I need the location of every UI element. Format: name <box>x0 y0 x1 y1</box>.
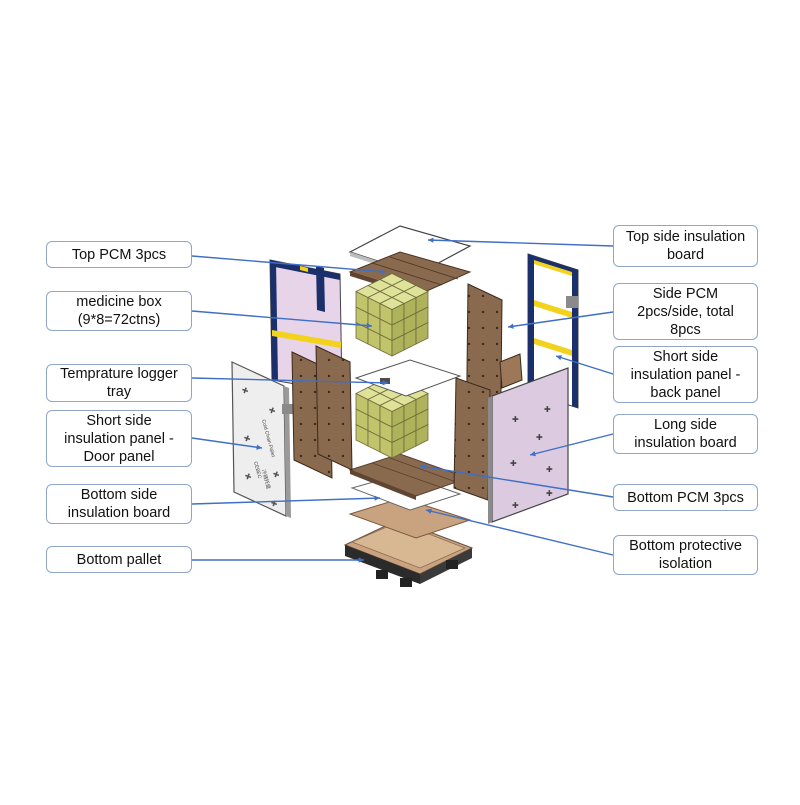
callout-logger-tray-line-2: tray <box>106 384 132 400</box>
callout-logger-tray: Temprature logger tray <box>46 364 192 402</box>
callout-bottom-protective: Bottom protective isolation <box>613 535 758 575</box>
callout-long-side: Long side insulation board <box>613 414 758 454</box>
bottom-pallet <box>343 519 474 587</box>
svg-text:✚: ✚ <box>512 415 519 424</box>
callout-bottom-protective-line-2: isolation <box>658 556 713 572</box>
leader-top-pcm-arrowhead <box>380 268 386 275</box>
callout-door-panel-line-2: insulation panel - <box>64 430 174 447</box>
callout-medicine-box-line-1: medicine box <box>76 294 162 310</box>
svg-text:✚: ✚ <box>544 405 551 414</box>
door-panel: ✚ ✚ ✚ ✚ ✚ ✚ Cold Chain Pallet CEBEC 冷链托盘 <box>231 361 298 518</box>
leader-logger-tray <box>191 377 389 384</box>
leader-medicine-box-arrowhead <box>366 322 372 329</box>
leader-side-pcm <box>507 311 614 328</box>
svg-text:✚: ✚ <box>267 405 277 416</box>
svg-text:✚: ✚ <box>242 433 252 444</box>
side-pcm-left <box>291 345 353 479</box>
leader-bottom-pallet-arrowhead <box>358 557 364 563</box>
leader-door-panel <box>191 437 263 449</box>
callout-bottom-pallet-text: Bottom pallet <box>76 551 162 568</box>
leader-back-panel-arrowhead <box>556 355 562 361</box>
callout-medicine-box: medicine box (9*8=72ctns) <box>46 291 192 331</box>
upper-stack-carton-top <box>379 297 405 310</box>
callout-door-panel-line-3: Door panel <box>83 448 155 465</box>
leader-top-insul-arrowhead <box>428 237 434 243</box>
lower-stack-carton-top <box>379 399 405 412</box>
callout-side-pcm-line-1: Side PCM <box>652 285 719 302</box>
callout-back-panel: Short side insulation panel - back panel <box>613 346 758 403</box>
svg-text:✚: ✚ <box>546 489 553 498</box>
leader-long-side <box>529 433 614 456</box>
callout-door-panel: Short side insulation panel - Door panel <box>46 410 192 467</box>
door-panel-mark-2: CEBEC <box>252 461 262 480</box>
long-side-board: ✚ ✚ ✚ ✚ ✚ ✚ ✚ <box>488 367 569 524</box>
leader-logger-tray-arrowhead <box>382 380 388 386</box>
callout-top-pcm-text: Top PCM 3pcs <box>71 246 167 263</box>
callout-logger-tray-line-1: Temprature logger <box>60 366 178 382</box>
svg-text:✚: ✚ <box>536 433 543 442</box>
callout-long-side-line-1: Long side <box>654 417 717 433</box>
callout-back-panel-line-3: back panel <box>650 384 721 401</box>
svg-text:✚: ✚ <box>512 501 519 510</box>
leader-back-panel <box>555 355 614 375</box>
leader-medicine-box <box>191 310 373 327</box>
leader-bottom-protect <box>425 509 614 556</box>
callout-top-insulation-line-1: Top side insulation <box>625 229 746 245</box>
leader-top-insul <box>427 239 614 247</box>
callout-bottom-pcm-text: Bottom PCM 3pcs <box>627 489 744 506</box>
door-panel-mark-3: 冷链托盘 <box>260 469 272 490</box>
callout-top-pcm: Top PCM 3pcs <box>46 241 192 268</box>
svg-text:✚: ✚ <box>271 469 281 480</box>
svg-text:✚: ✚ <box>546 465 553 474</box>
svg-text:✚: ✚ <box>243 471 253 482</box>
svg-text:✚: ✚ <box>269 498 279 509</box>
callout-door-panel-line-1: Short side <box>86 412 152 429</box>
callout-bottom-pallet: Bottom pallet <box>46 546 192 573</box>
leader-bottom-pcm-arrowhead <box>420 464 426 470</box>
leader-bottom-insul-arrowhead <box>374 495 380 501</box>
leader-bottom-insul <box>191 497 381 505</box>
logger-tray <box>354 359 462 397</box>
callout-top-insulation-line-2: board <box>666 247 705 263</box>
callout-bottom-insulation-line-2: insulation board <box>67 505 171 521</box>
leader-bottom-protect-arrowhead <box>426 508 432 514</box>
callout-bottom-protective-line-1: Bottom protective <box>629 538 742 554</box>
callout-side-pcm-line-2: 2pcs/side, total <box>637 303 734 320</box>
callout-bottom-insulation: Bottom side insulation board <box>46 484 192 524</box>
callout-side-pcm-line-3: 8pcs <box>670 321 701 338</box>
svg-text:✚: ✚ <box>240 385 250 396</box>
leader-long-side-arrowhead <box>530 451 536 457</box>
callout-bottom-pcm: Bottom PCM 3pcs <box>613 484 758 511</box>
callout-bottom-insulation-line-1: Bottom side <box>80 487 158 503</box>
callout-side-pcm: Side PCM 2pcs/side, total 8pcs <box>613 283 758 340</box>
callout-back-panel-line-1: Short side <box>652 348 719 365</box>
leader-door-panel-arrowhead <box>256 444 262 450</box>
leader-lines <box>191 237 614 563</box>
callout-medicine-box-line-2: (9*8=72ctns) <box>77 312 161 328</box>
callout-long-side-line-2: insulation board <box>634 435 737 451</box>
leader-top-pcm <box>191 255 387 273</box>
leader-side-pcm-arrowhead <box>508 323 514 329</box>
callout-back-panel-line-2: insulation panel - <box>630 366 741 383</box>
callout-top-insulation: Top side insulation board <box>613 225 758 267</box>
leader-bottom-pcm <box>419 465 614 498</box>
svg-text:✚: ✚ <box>510 459 517 468</box>
